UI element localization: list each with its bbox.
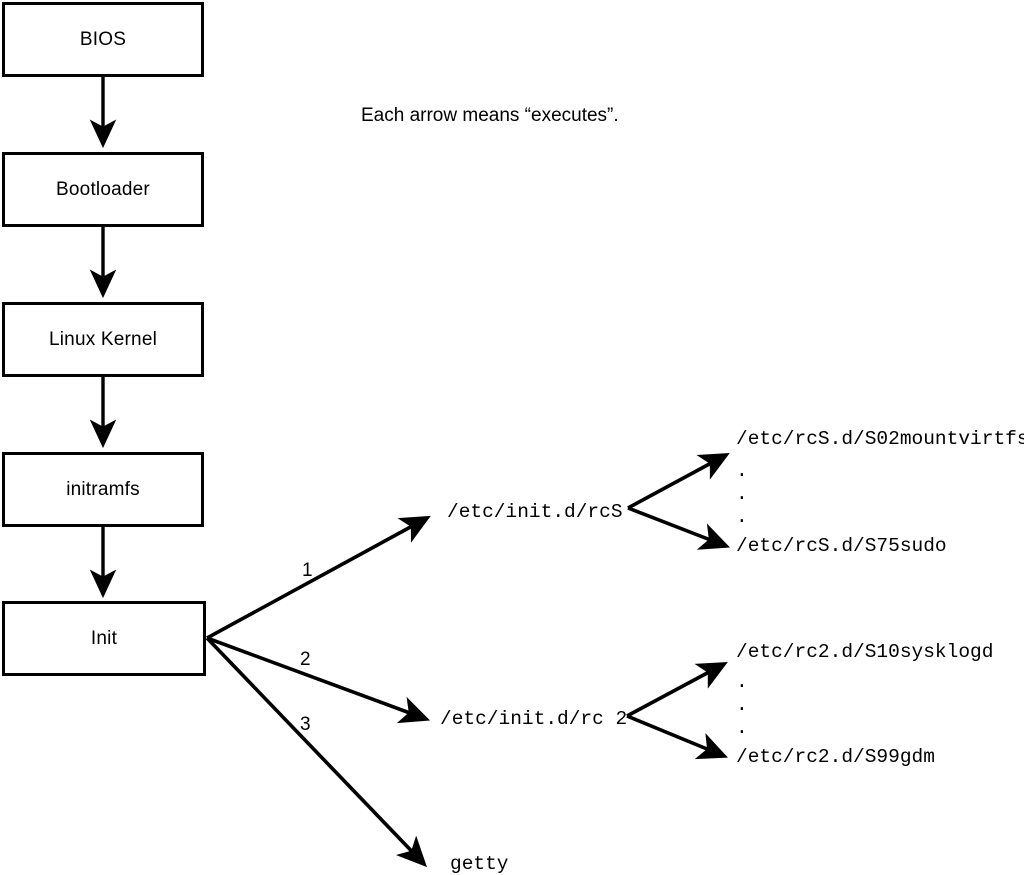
rcs-ellipsis-dot-2: . — [736, 483, 748, 505]
node-bios[interactable]: BIOS — [2, 2, 204, 77]
branch-number-1: 1 — [302, 560, 313, 581]
edge-rc2-to-first-script — [626, 661, 728, 718]
label-rc2-last-script[interactable]: /etc/rc2.d/S99gdm — [736, 746, 935, 768]
edge-rc2-to-last-script — [626, 714, 728, 760]
label-rcs-first-script[interactable]: /etc/rcS.d/S02mountvirtfs — [736, 428, 1024, 450]
label-getty[interactable]: getty — [450, 853, 509, 875]
node-init-label: Init — [90, 627, 118, 649]
node-bootloader[interactable]: Bootloader — [2, 152, 204, 227]
branch-number-3: 3 — [300, 714, 311, 735]
node-linux-kernel-label: Linux Kernel — [48, 328, 158, 350]
edge-init-to-getty — [205, 636, 427, 868]
diagram-caption: Each arrow means “executes”. — [361, 105, 619, 126]
edge-rcs-to-last-script — [627, 506, 731, 550]
edge-init-to-rc2 — [206, 636, 431, 724]
rcs-ellipsis-dot-3: . — [736, 506, 748, 528]
branch-number-2: 2 — [300, 649, 311, 670]
label-rc2[interactable]: /etc/init.d/rc 2 — [440, 708, 628, 730]
rc2-ellipsis-dot-1: . — [736, 671, 748, 693]
node-bootloader-label: Bootloader — [56, 178, 150, 200]
label-rc2-first-script[interactable]: /etc/rc2.d/S10sysklogd — [736, 641, 994, 663]
node-bios-label: BIOS — [79, 28, 127, 50]
rc2-ellipsis-dot-2: . — [736, 694, 748, 716]
edge-rcs-to-first-script — [627, 452, 730, 510]
rcs-ellipsis: . . . — [736, 460, 748, 531]
rc2-ellipsis: . . . — [736, 671, 748, 742]
node-initramfs-label: initramfs — [66, 478, 140, 500]
label-rcs[interactable]: /etc/init.d/rcS — [447, 501, 623, 523]
label-rcs-last-script[interactable]: /etc/rcS.d/S75sudo — [736, 535, 947, 557]
rcs-ellipsis-dot-1: . — [736, 460, 748, 482]
edge-init-to-rcs — [206, 515, 431, 640]
rc2-ellipsis-dot-3: . — [736, 717, 748, 739]
node-linux-kernel[interactable]: Linux Kernel — [2, 302, 204, 377]
node-initramfs[interactable]: initramfs — [2, 452, 204, 527]
node-init[interactable]: Init — [2, 601, 206, 676]
